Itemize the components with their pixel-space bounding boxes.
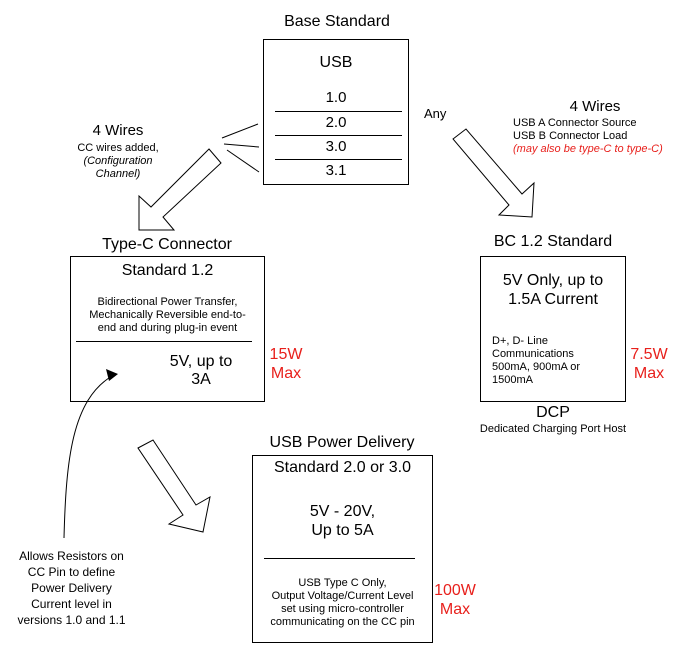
arrowhead-icon <box>106 369 118 381</box>
right-wires-line1: USB A Connector Source <box>513 117 637 129</box>
pd-desc-line: set using micro-controller <box>281 603 404 615</box>
pd-box: Standard 2.0 or 3.0 5V - 20V, Up to 5A U… <box>252 455 433 643</box>
bc-spec-line1: 5V Only, up to <box>502 272 604 289</box>
usb-title: USB <box>319 54 353 71</box>
pd-desc-line: USB Type C Only, <box>298 577 387 589</box>
any-label: Any <box>424 106 447 121</box>
version-divider <box>275 135 402 136</box>
typec-divider <box>76 341 252 342</box>
pd-standard: Standard 2.0 or 3.0 <box>274 459 411 476</box>
typec-desc-line: Bidirectional Power Transfer, <box>97 296 238 308</box>
left-wires-line3: Channel) <box>95 168 141 180</box>
resistor-note-line: Allows Resistors on <box>19 549 124 563</box>
typec-max-watt: 15W <box>269 346 303 363</box>
left-wires-line2: (Configuration <box>83 155 153 167</box>
typec-max-label: Max <box>270 365 302 382</box>
typec-spec-line1: 5V, up to <box>169 353 233 370</box>
bc-box: 5V Only, up to 1.5A Current D+, D- Line … <box>480 256 626 402</box>
arrow-base-to-bc-icon <box>452 128 535 218</box>
typec-standard: Standard 1.2 <box>121 262 214 279</box>
bc-desc-line: 500mA, 900mA or <box>492 361 581 373</box>
bc-heading: BC 1.2 Standard <box>493 233 613 250</box>
left-wires-line1: CC wires added, <box>77 142 159 154</box>
version-divider <box>275 111 402 112</box>
right-wires-line2: USB B Connector Load <box>513 130 628 142</box>
usb-version-3-1: 3.1 <box>325 162 347 179</box>
wire-line <box>223 143 260 148</box>
bc-spec-line2: 1.5A Current <box>508 291 598 308</box>
bc-desc-line: Communications <box>492 348 574 360</box>
pd-max-watt: 100W <box>434 582 476 599</box>
resistor-note-line: versions 1.0 and 1.1 <box>17 613 126 627</box>
right-wires-note: (may also be type-C to type-C) <box>513 143 663 155</box>
bc-desc-line: 1500mA <box>492 374 533 386</box>
arrow-base-to-typec-icon <box>138 148 222 231</box>
wire-line <box>221 123 259 139</box>
resistor-note-line: Current level in <box>31 597 112 611</box>
usb-version-1-0: 1.0 <box>325 89 347 106</box>
typec-spec-line2: 3A <box>191 371 211 388</box>
pd-max-label: Max <box>439 601 471 618</box>
wire-line <box>226 149 260 173</box>
bc-max-label: Max <box>633 365 665 382</box>
resistor-note-line: Power Delivery <box>31 581 112 595</box>
pd-divider <box>264 558 415 559</box>
base-standard-box: USB 1.0 2.0 3.0 3.1 <box>263 39 409 185</box>
resistor-curve <box>63 375 113 539</box>
bc-max-watt: 7.5W <box>630 346 668 363</box>
right-wires-title: 4 Wires <box>569 98 621 115</box>
pd-desc-line: Output Voltage/Current Level <box>271 590 414 602</box>
pd-desc-line: communicating on the CC pin <box>270 616 415 628</box>
pd-spec-line2: Up to 5A <box>311 522 374 539</box>
resistor-note-line: CC Pin to define <box>27 565 116 579</box>
typec-desc-line: Mechanically Reversible end-to- <box>89 309 246 321</box>
base-standard-heading: Base Standard <box>284 13 390 30</box>
pd-spec-line1: 5V - 20V, <box>309 503 376 520</box>
pd-heading: USB Power Delivery <box>269 434 415 451</box>
bc-desc-line: D+, D- Line <box>492 335 548 347</box>
version-divider <box>275 159 402 160</box>
left-wires-title: 4 Wires <box>92 122 144 139</box>
typec-box: Standard 1.2 Bidirectional Power Transfe… <box>70 256 265 402</box>
usb-version-3-0: 3.0 <box>325 138 347 155</box>
dcp-subtitle: Dedicated Charging Port Host <box>479 423 627 435</box>
typec-heading: Type-C Connector <box>102 236 232 253</box>
typec-desc-line: end and during plug-in event <box>97 322 238 334</box>
arrow-typec-to-pd-icon <box>137 439 211 533</box>
dcp-title: DCP <box>536 404 570 421</box>
usb-version-2-0: 2.0 <box>325 114 347 131</box>
resistor-note: Allows Resistors on CC Pin to define Pow… <box>4 548 139 628</box>
